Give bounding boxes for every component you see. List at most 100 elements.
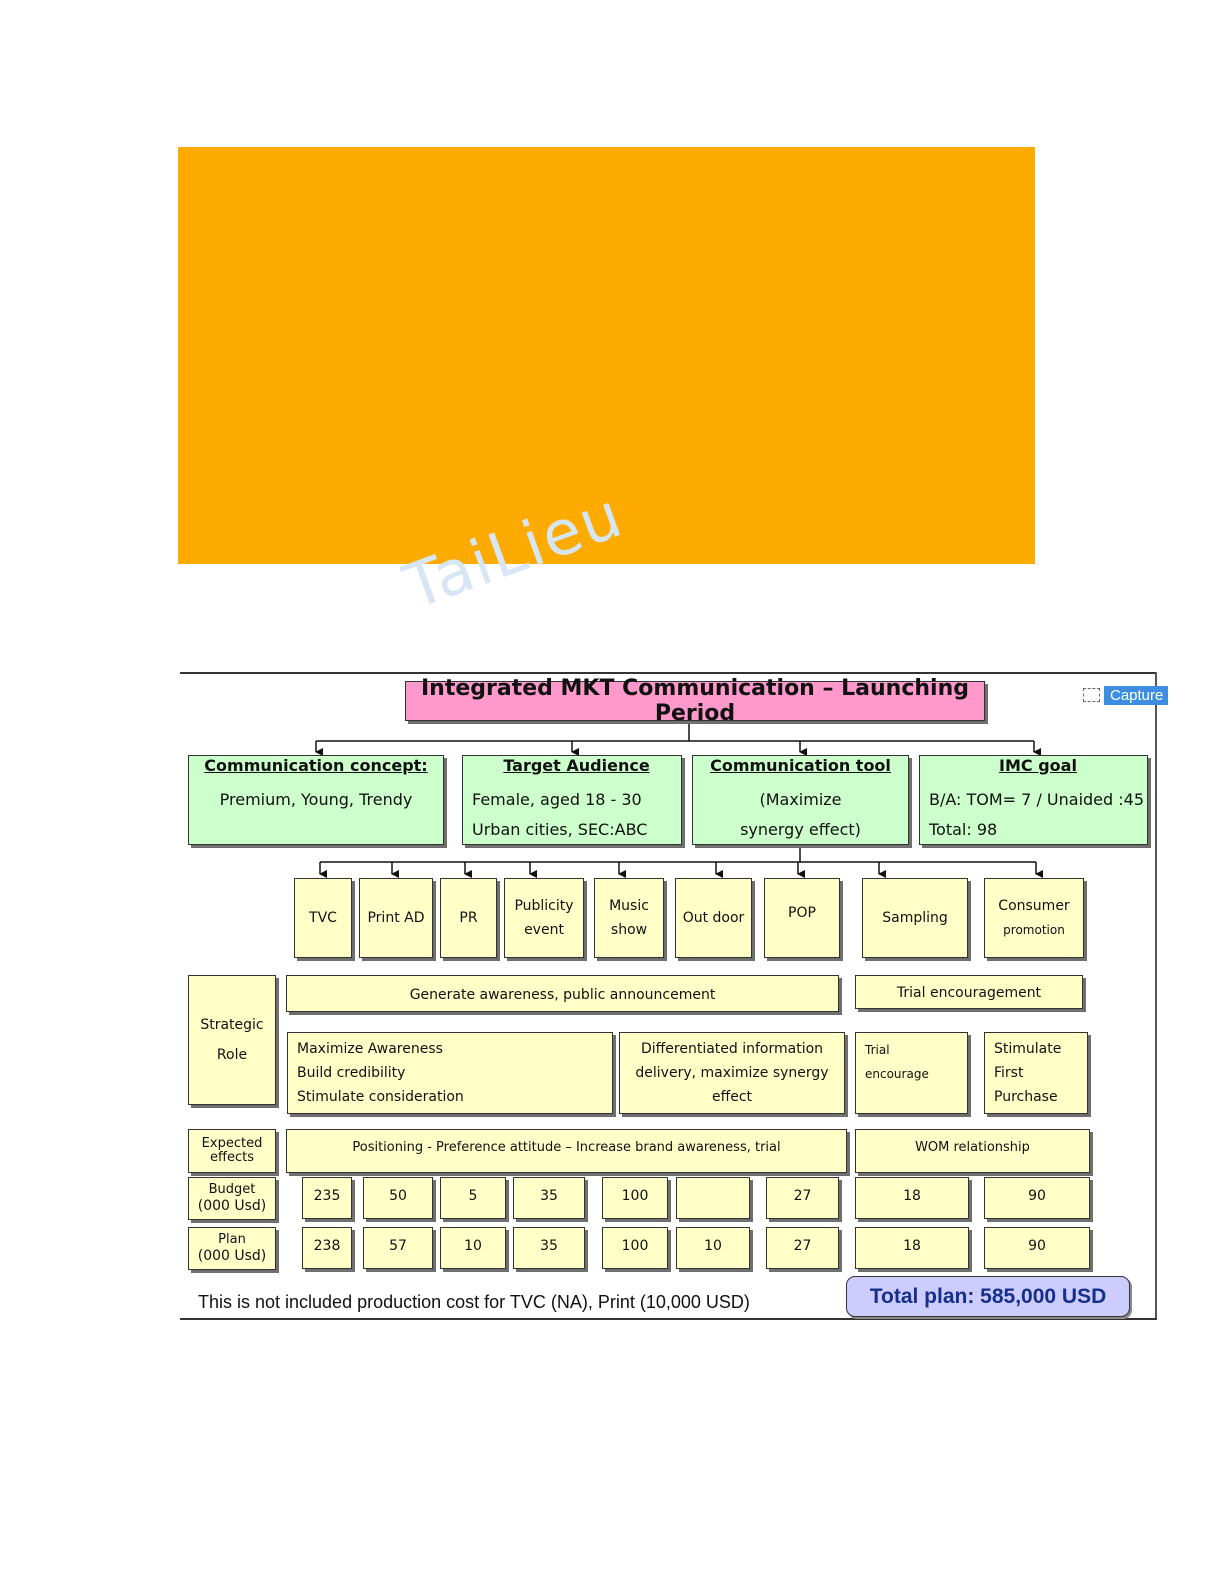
- wom-text: WOM relationship: [915, 1140, 1030, 1155]
- plan-value: 90: [1028, 1238, 1046, 1254]
- strategic-role-label: Strategic Role: [188, 975, 276, 1105]
- plan-label: Plan (000 Usd): [188, 1227, 276, 1270]
- expected-line-2: effects: [210, 1150, 254, 1165]
- capture-button[interactable]: Capture: [1083, 684, 1168, 706]
- strategy-line: Differentiated information: [640, 1041, 824, 1057]
- frame-bottom-border: [180, 1318, 1157, 1320]
- differentiated-info-box: Differentiated information delivery, max…: [619, 1032, 845, 1114]
- plan-cell: 27: [766, 1227, 839, 1269]
- tool-label: Publicity: [514, 898, 574, 914]
- plan-cell: 57: [363, 1227, 433, 1269]
- budget-value: 235: [313, 1188, 341, 1204]
- trial-encouragement-box: Trial encouragement: [855, 975, 1083, 1009]
- expected-effects-label: Expected effects: [188, 1129, 276, 1173]
- diagram-title: Integrated MKT Communication – Launching…: [405, 676, 985, 726]
- frame-right-border: [1155, 672, 1157, 1320]
- concept-header: Communication concept:: [204, 755, 428, 775]
- tool-label: PR: [459, 910, 478, 926]
- plan-value: 238: [313, 1238, 341, 1254]
- strategy-line: delivery, maximize synergy: [635, 1065, 829, 1081]
- budget-value: 100: [621, 1188, 649, 1204]
- tool-box-tvc: TVC: [294, 878, 352, 958]
- budget-value: 35: [540, 1188, 558, 1204]
- tool-label: Sampling: [882, 910, 948, 926]
- capture-label: Capture: [1104, 685, 1168, 705]
- expected-line-1: Expected: [201, 1136, 263, 1151]
- audience-line-1: Female, aged 18 - 30: [472, 789, 642, 809]
- plan-cell: 10: [440, 1227, 506, 1269]
- tool-box-publicity-event: Publicity event: [504, 878, 584, 958]
- tool-box-music-show: Music show: [594, 878, 664, 958]
- tool-box-sampling: Sampling: [862, 878, 968, 958]
- strategy-line: Stimulate: [994, 1041, 1062, 1057]
- frame-top-border: [180, 672, 1157, 674]
- plan-cell: 238: [302, 1227, 352, 1269]
- plan-cell: 18: [855, 1227, 969, 1269]
- tool-box-print-ad: Print AD: [359, 878, 433, 958]
- plan-label-line-2: (000 Usd): [197, 1247, 267, 1264]
- positioning-text: Positioning - Preference attitude – Incr…: [352, 1140, 781, 1155]
- strategy-line: Maximize Awareness: [297, 1041, 443, 1057]
- budget-label-line-1: Budget: [208, 1181, 256, 1197]
- strategy-line: Purchase: [994, 1089, 1058, 1105]
- generate-awareness-text: Generate awareness, public announcement: [409, 987, 716, 1003]
- plan-value: 35: [540, 1238, 558, 1254]
- concept-line: Premium, Young, Trendy: [219, 789, 413, 809]
- strategy-line: Build credibility: [297, 1065, 406, 1081]
- tool-line-2: synergy effect): [740, 819, 861, 839]
- budget-cell: 235: [302, 1177, 352, 1219]
- plan-value: 18: [903, 1238, 921, 1254]
- title-text: Integrated MKT Communication – Launching…: [420, 676, 970, 726]
- tool-label: Out door: [682, 910, 745, 926]
- budget-value: 90: [1028, 1188, 1046, 1204]
- budget-cell: 35: [513, 1177, 585, 1219]
- tool-box-consumer-promotion: Consumer promotion: [984, 878, 1084, 958]
- communication-tool-box: Communication tool (Maximize synergy eff…: [692, 755, 909, 845]
- trial-encouragement-text: Trial encouragement: [896, 985, 1042, 1001]
- strategic-role-line-2: Role: [216, 1047, 248, 1063]
- plan-value: 10: [464, 1238, 482, 1254]
- goal-line-1: B/A: TOM= 7 / Unaided :45: [929, 789, 1145, 809]
- strategy-line: encourage: [865, 1067, 929, 1081]
- strategy-line: effect: [711, 1089, 753, 1105]
- tool-label-2: promotion: [1003, 923, 1065, 937]
- plan-value: 57: [389, 1238, 407, 1254]
- tool-label-2: event: [524, 922, 564, 938]
- trial-encourage-box: Trial encourage: [855, 1032, 968, 1114]
- plan-value: 10: [704, 1238, 722, 1254]
- orange-banner: [178, 147, 1035, 564]
- budget-cell: 5: [440, 1177, 506, 1219]
- strategic-role-line-1: Strategic: [200, 1017, 264, 1033]
- positioning-box: Positioning - Preference attitude – Incr…: [286, 1129, 847, 1173]
- maximize-awareness-box: Maximize Awareness Build credibility Sti…: [287, 1032, 613, 1114]
- tool-label: Print AD: [367, 910, 425, 926]
- strategy-line: Stimulate consideration: [297, 1089, 464, 1105]
- plan-cell: 100: [602, 1227, 668, 1269]
- budget-value: 18: [903, 1188, 921, 1204]
- audience-header: Target Audience: [503, 755, 650, 775]
- plan-label-line-1: Plan: [218, 1231, 246, 1247]
- budget-value: 27: [793, 1188, 812, 1204]
- tool-label: TVC: [309, 910, 337, 926]
- budget-value: 50: [389, 1188, 407, 1204]
- budget-cell: 100: [602, 1177, 668, 1219]
- target-audience-box: Target Audience Female, aged 18 - 30 Urb…: [462, 755, 682, 845]
- budget-cell: 90: [984, 1177, 1090, 1219]
- budget-cell: 27: [766, 1177, 839, 1219]
- plan-value: 27: [793, 1238, 812, 1254]
- tool-box-pr: PR: [440, 878, 497, 958]
- budget-label-line-2: (000 Usd): [197, 1197, 267, 1214]
- plan-value: 100: [621, 1238, 649, 1254]
- selection-icon: [1083, 688, 1100, 702]
- plan-cell: 35: [513, 1227, 585, 1269]
- total-plan-badge: Total plan: 585,000 USD: [846, 1276, 1130, 1317]
- audience-line-2: Urban cities, SEC:ABC: [472, 819, 648, 839]
- production-cost-note: This is not included production cost for…: [198, 1292, 750, 1312]
- strategy-line: Trial: [865, 1043, 890, 1057]
- tool-label-2: show: [610, 922, 648, 938]
- budget-value: 5: [468, 1188, 478, 1204]
- tool-label: Music: [609, 898, 649, 914]
- tool-label: Consumer: [998, 898, 1070, 914]
- imc-goal-box: IMC goal B/A: TOM= 7 / Unaided :45 Total…: [919, 755, 1148, 845]
